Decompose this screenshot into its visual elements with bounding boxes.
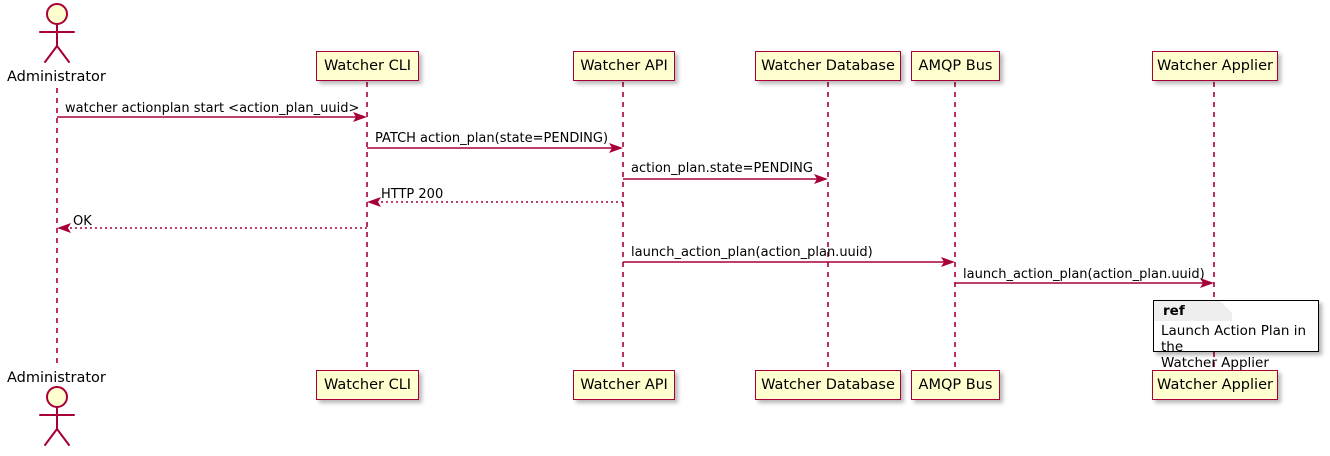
message-label-2: PATCH action_plan(state=PENDING) bbox=[375, 131, 609, 146]
message-label-1: watcher actionplan start <action_plan_uu… bbox=[65, 101, 360, 116]
participant-box-applier-bottom[interactable]: Watcher Applier bbox=[1152, 370, 1278, 400]
actor-head-icon bbox=[46, 3, 68, 25]
message-arrow-1 bbox=[57, 112, 367, 122]
participant-label: Watcher Database bbox=[761, 377, 895, 393]
participant-label: Watcher API bbox=[580, 377, 668, 393]
ref-fragment-text-line1: Launch Action Plan in the bbox=[1161, 323, 1307, 355]
actor-leg-left-icon bbox=[44, 45, 58, 63]
message-arrow-6 bbox=[623, 257, 955, 267]
actor-administrator-bottom bbox=[39, 386, 75, 446]
ref-fragment-text: Launch Action Plan in the Watcher Applie… bbox=[1161, 323, 1318, 371]
actor-leg-left-icon bbox=[44, 428, 58, 446]
actor-label-administrator-bottom: Administrator bbox=[7, 370, 106, 386]
participant-label: Watcher API bbox=[580, 58, 668, 74]
participant-box-cli-bottom[interactable]: Watcher CLI bbox=[316, 370, 419, 400]
actor-leg-right-icon bbox=[56, 45, 70, 63]
participant-label: Watcher Database bbox=[761, 58, 895, 74]
actor-leg-right-icon bbox=[56, 428, 70, 446]
message-label-3: action_plan.state=PENDING bbox=[631, 161, 813, 176]
message-arrow-4 bbox=[367, 197, 623, 207]
message-arrow-5 bbox=[57, 223, 367, 233]
participant-box-amqp-bottom[interactable]: AMQP Bus bbox=[911, 370, 1000, 400]
participant-box-applier-top[interactable]: Watcher Applier bbox=[1152, 51, 1278, 81]
ref-fragment-keyword: ref bbox=[1163, 303, 1185, 319]
participant-label: Watcher CLI bbox=[323, 58, 412, 74]
participant-box-api-top[interactable]: Watcher API bbox=[573, 51, 675, 81]
actor-administrator-top bbox=[39, 3, 75, 63]
participant-box-cli-top[interactable]: Watcher CLI bbox=[316, 51, 419, 81]
participant-label: AMQP Bus bbox=[918, 377, 993, 393]
message-label-6: launch_action_plan(action_plan.uuid) bbox=[631, 245, 873, 260]
actor-label-administrator-top: Administrator bbox=[7, 69, 106, 85]
participant-box-amqp-top[interactable]: AMQP Bus bbox=[911, 51, 1000, 81]
participant-label: Watcher Applier bbox=[1157, 58, 1273, 74]
message-arrow-7 bbox=[955, 278, 1214, 288]
participant-label: Watcher CLI bbox=[323, 377, 412, 393]
participant-label: AMQP Bus bbox=[918, 58, 993, 74]
actor-head-icon bbox=[46, 386, 68, 408]
participant-label: Watcher Applier bbox=[1157, 377, 1273, 393]
message-arrow-3 bbox=[623, 174, 828, 184]
participant-box-db-bottom[interactable]: Watcher Database bbox=[755, 370, 901, 400]
message-label-5: OK bbox=[73, 214, 92, 229]
ref-fragment-tab bbox=[1154, 301, 1232, 321]
participant-box-api-bottom[interactable]: Watcher API bbox=[573, 370, 675, 400]
participant-box-db-top[interactable]: Watcher Database bbox=[755, 51, 901, 81]
message-label-4: HTTP 200 bbox=[381, 187, 444, 202]
ref-fragment-text-line2: Watcher Applier bbox=[1161, 355, 1269, 371]
message-label-7: launch_action_plan(action_plan.uuid) bbox=[963, 267, 1205, 282]
ref-fragment-box[interactable]: ref Launch Action Plan in the Watcher Ap… bbox=[1153, 300, 1319, 371]
message-arrow-2 bbox=[367, 143, 623, 153]
